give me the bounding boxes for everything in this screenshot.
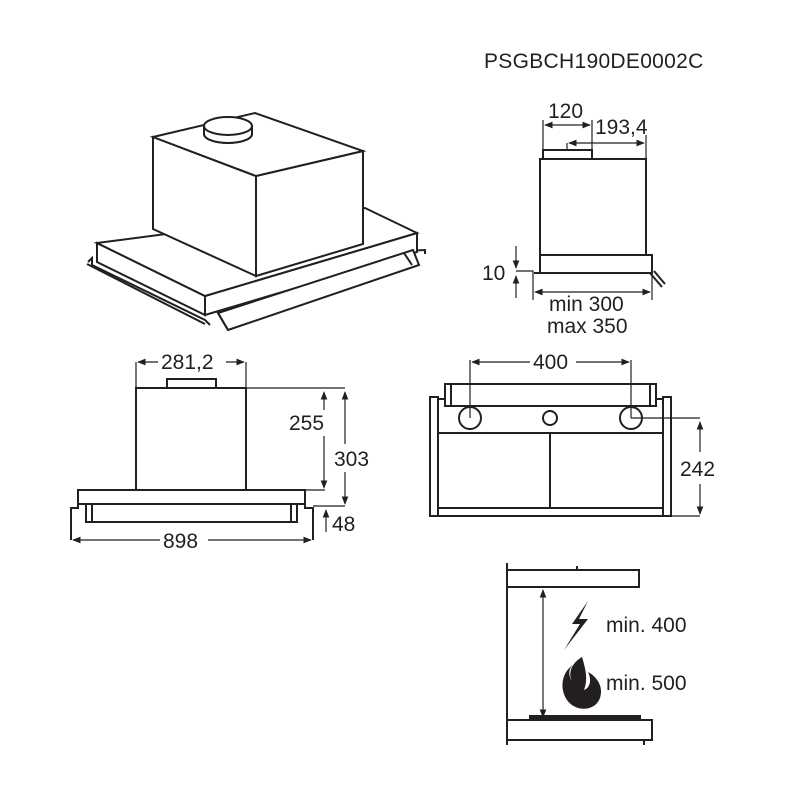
dim-depth-max: max 350: [547, 315, 628, 338]
dim-depth-min: min 300: [549, 293, 624, 316]
clearance-gas: min. 500: [606, 672, 687, 695]
top-view-drawing: [429, 358, 704, 517]
front-view-drawing: [70, 358, 349, 544]
product-code: PSGBCH190DE0002C: [484, 50, 704, 73]
dim-motor-width: 281,2: [161, 351, 214, 374]
dim-duct-width: 120: [548, 100, 583, 123]
dim-motor-height: 255: [289, 412, 324, 435]
clearance-electric: min. 400: [606, 614, 687, 637]
side-view-drawing: [512, 120, 666, 300]
dim-depth-offset: 193,4: [595, 116, 648, 139]
dim-panel-height: 48: [332, 513, 355, 536]
lightning-icon: [564, 601, 588, 650]
isometric-hood-illustration: [86, 111, 426, 332]
dim-hole-depth: 242: [680, 458, 715, 481]
dim-hole-spacing: 400: [533, 351, 568, 374]
clearance-drawing: [506, 563, 653, 745]
dim-total-width: 898: [163, 530, 198, 553]
dim-front-height: 10: [482, 262, 505, 285]
dim-total-height: 303: [334, 448, 369, 471]
flame-icon: [562, 657, 602, 709]
